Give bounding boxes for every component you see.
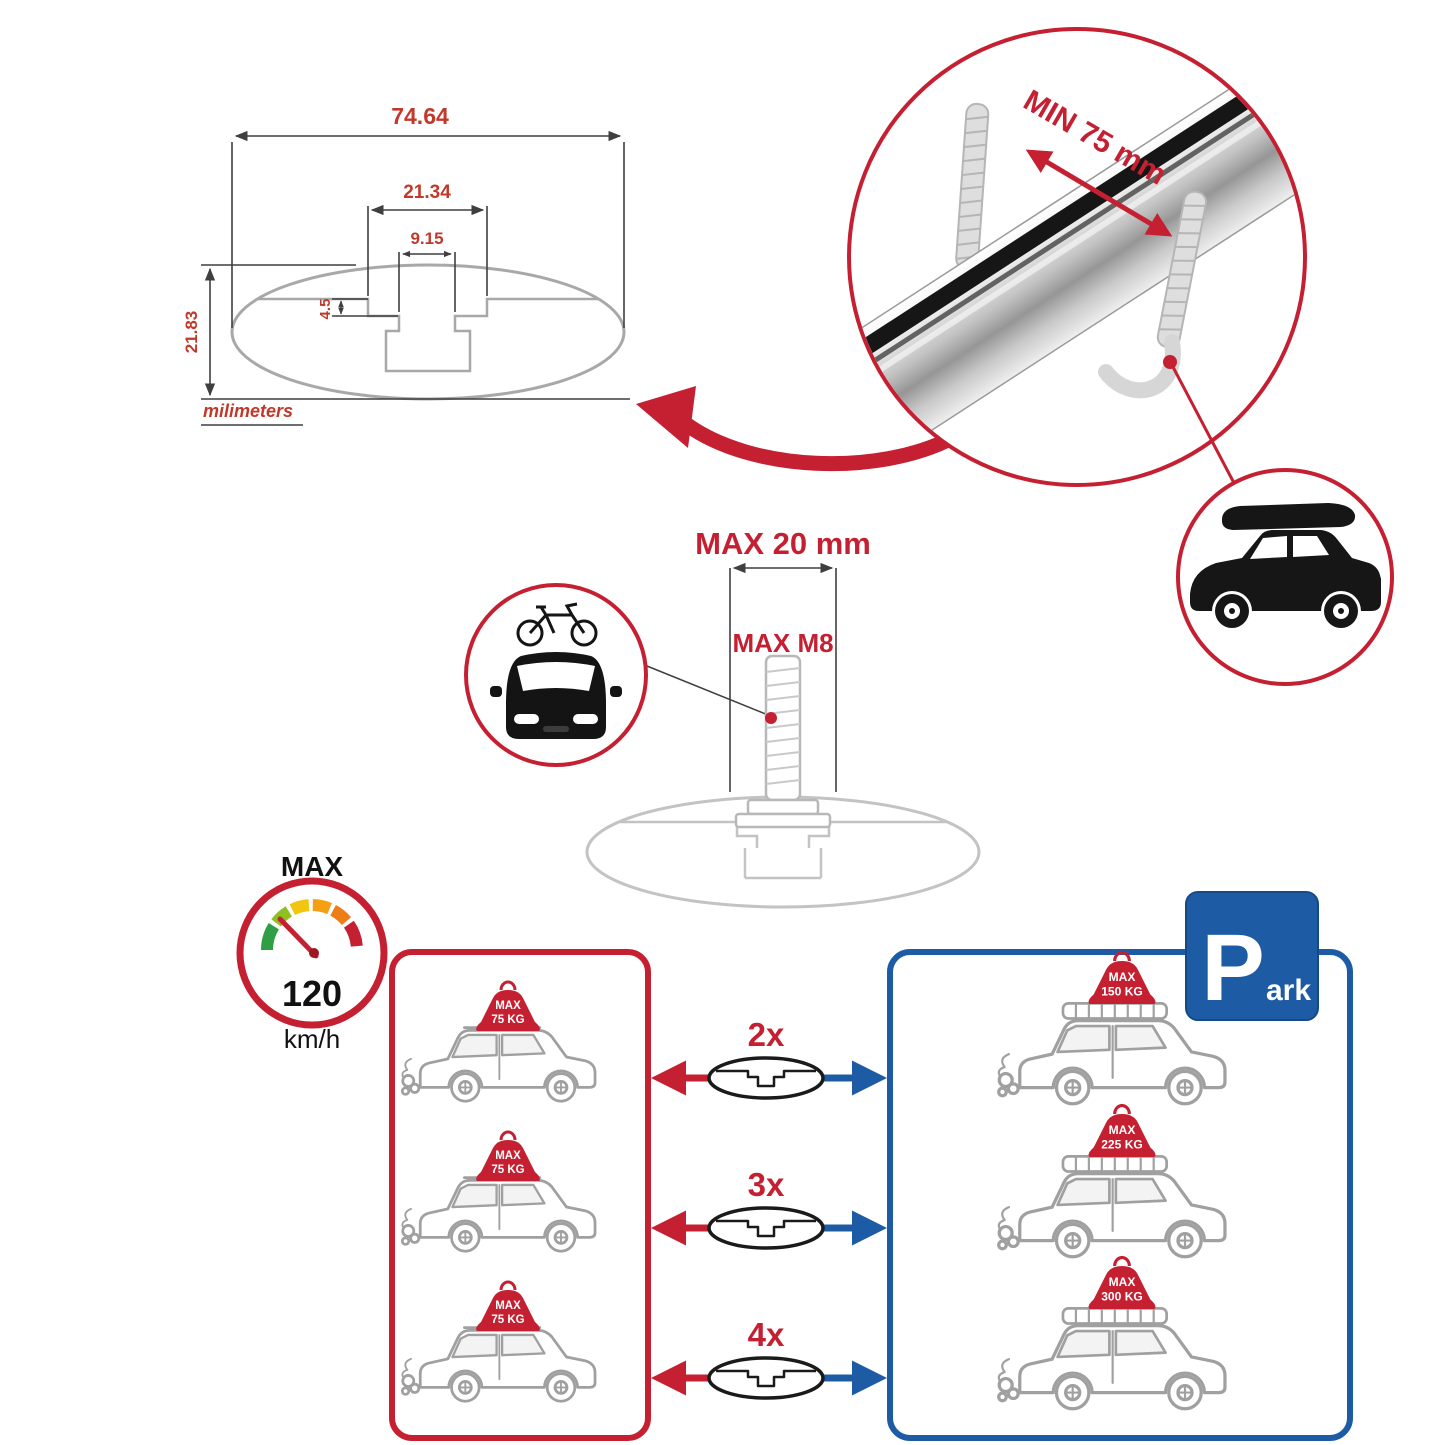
static-load-panel: MAX 150 KG MAX 225 KG MAX 300 KG [887,949,1353,1441]
car-with-roofbox-illustration [1190,503,1381,628]
bolt-diagram: MAX 20 mm MAX M8 [585,526,981,909]
count-4x-label: 4x [748,1316,785,1353]
svg-text:150 KG: 150 KG [1101,985,1143,999]
svg-text:225 KG: 225 KG [1101,1138,1143,1152]
pointer-arrow [636,386,956,472]
svg-text:MAX: MAX [1109,1275,1136,1289]
speed-max-label: MAX [281,851,344,882]
bike-car-circle [464,583,769,767]
load-badge: MAX 300 KG [1088,1256,1156,1309]
speedometer: MAX 120 km/h [236,851,388,1054]
load-badge: MAX 150 KG [1088,951,1156,1004]
svg-text:75 KG: 75 KG [491,1314,524,1326]
max-length-label: MAX 20 mm [695,526,871,561]
load-badge: MAX 225 KG [1088,1104,1156,1157]
dim-total-width-lines [231,130,625,328]
car-illustration [997,1155,1227,1259]
gauge-needle [277,916,319,959]
svg-text:MAX: MAX [495,1150,521,1162]
bar-photo-circle: MIN 75 mm [847,27,1307,487]
svg-text:75 KG: 75 KG [491,1164,524,1176]
dim-total-height-lines [201,264,630,400]
crossbar-section-icon [707,1056,825,1100]
unit-label: milimeters [203,401,293,421]
leader-to-bolt [641,663,769,716]
park-sign: P ark [1185,891,1319,1021]
max-thread-label: MAX M8 [732,628,833,658]
thread-point-dot [765,712,777,724]
channel-depth-label: 4.5 [317,299,334,320]
bar-profile-ellipse [230,263,626,401]
roofbox-car-circle [1176,468,1394,686]
speed-value: 120 [282,973,342,1014]
dynamic-load-panel: MAX 75 KG MAX 75 KG MAX 75 KG [389,949,651,1441]
clamp-point-dot [1163,355,1177,369]
load-badge: MAX 75 KG [476,980,540,1031]
crossbar-section-icon [707,1356,825,1400]
crossbar-count-column: 2x 3x 4x [651,1016,887,1400]
car-front-with-bike-illustration [490,602,622,739]
dim-channel-outer-lines [367,204,488,296]
bar-profile-channel [258,297,598,373]
channel-outer-width-label: 21.34 [403,182,451,203]
count-3x-label: 3x [748,1166,785,1203]
dim-channel-inner-lines [398,250,456,312]
speed-unit: km/h [284,1024,340,1054]
cross-section-drawing: 74.64 21.34 9.15 4.5 21.83 milimeters [182,103,630,426]
channel-inner-width-label: 9.15 [410,229,443,248]
svg-text:75 KG: 75 KG [491,1014,524,1026]
pointer-arrowhead [636,386,696,448]
min-distance-arrow [1025,149,1173,237]
bolt-illustration [734,654,832,829]
svg-text:MAX: MAX [1109,970,1136,984]
svg-text:MAX: MAX [495,1000,521,1012]
dim-channel-depth-lines [332,298,398,317]
park-letter: P [1201,915,1264,1021]
park-suffix: ark [1266,974,1311,1007]
bike-icon [516,602,598,647]
load-badge: MAX 75 KG [476,1280,540,1331]
svg-text:300 KG: 300 KG [1101,1290,1143,1304]
count-2x-label: 2x [748,1016,785,1053]
gauge-arc [260,899,363,951]
car-illustration [997,1002,1227,1106]
crossbar-section-icon [707,1206,825,1250]
total-height-label: 21.83 [182,311,201,354]
load-badge: MAX 75 KG [476,1130,540,1181]
svg-text:MAX: MAX [495,1300,521,1312]
leader-to-roofbox-circle [1171,366,1236,484]
roof-box [1221,503,1356,530]
total-width-label: 74.64 [391,103,449,129]
svg-text:MAX: MAX [1109,1123,1136,1137]
